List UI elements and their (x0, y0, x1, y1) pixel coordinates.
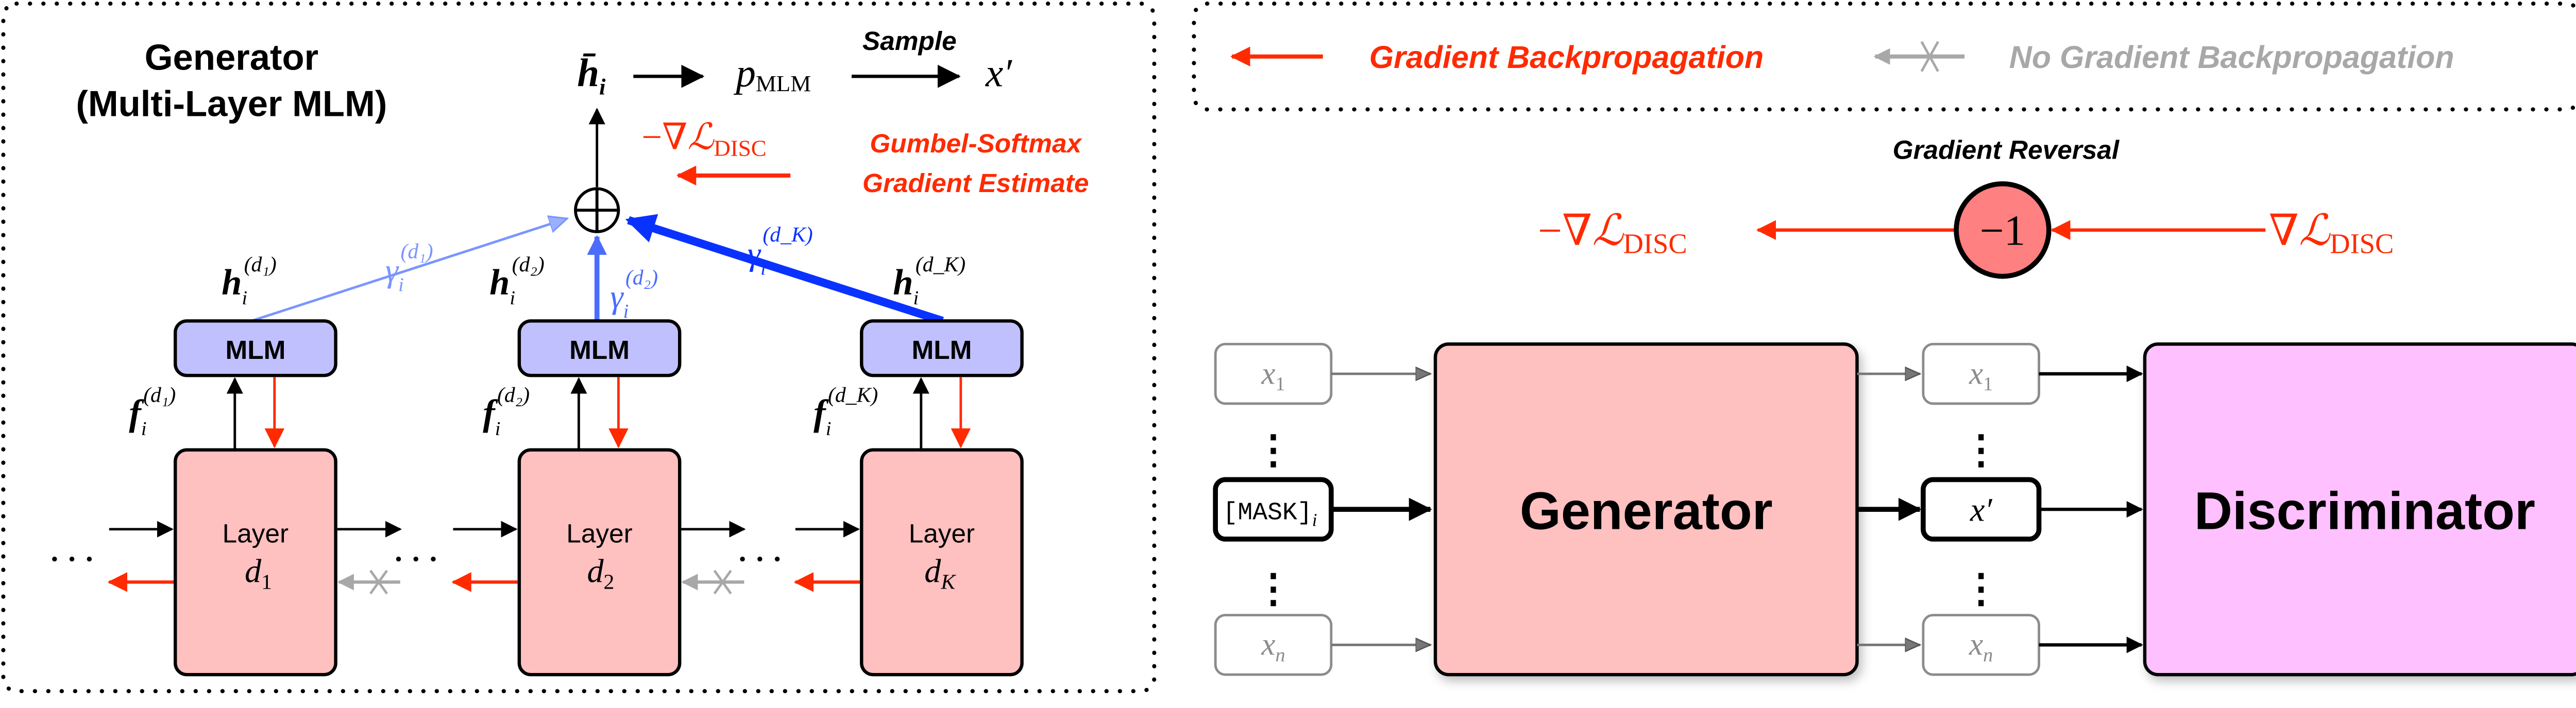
output-vdots-1: ⋮ (1961, 427, 2001, 472)
gamma-label-dK: γi(d_K) (748, 223, 813, 279)
output-vdots-2: ⋮ (1961, 566, 2001, 611)
layer-word-d2: Layer (566, 519, 632, 548)
layer-word-dK: Layer (909, 519, 975, 548)
gamma-arrow-d1 (251, 218, 567, 322)
f-label-dK: fi(d_K) (814, 384, 878, 440)
f-label-d2: fi(d₂) (483, 384, 530, 440)
gumbel-line1: Gumbel-Softmax (870, 129, 1082, 158)
gamma-arrow-dK (625, 214, 944, 325)
layer-column-d2: hi(d₂) MLM fi(d₂) Layer d2 (483, 253, 682, 677)
ellipsis-left: · · · (49, 543, 94, 576)
mlm-box-dK[interactable] (860, 319, 1024, 377)
layer-column-dK: hi(d_K) MLM fi(d_K) Layer dK (814, 253, 1024, 677)
gradient-reversal-title: Gradient Reversal (1893, 135, 2120, 165)
gamma-label-d1: γi(d₁) (385, 239, 433, 296)
mlm-label-d2: MLM (569, 335, 630, 365)
gumbel-line2: Gradient Estimate (862, 168, 1089, 198)
discriminator-label: Discriminator (2194, 481, 2535, 541)
layer-var-d1: d1 (245, 552, 272, 594)
input-token-mask-label: [MASK]i (1223, 499, 1317, 530)
inter-layer-flows: · · · · · · · · · (49, 521, 860, 595)
layer-box-d1[interactable] (174, 448, 337, 677)
neg-grad-disc-label: −∇ℒDISC (641, 117, 766, 161)
layer-var-dK: dK (924, 552, 956, 594)
legend-no-gradient-label: No Gradient Backpropagation (2009, 40, 2454, 75)
p-mlm-symbol: pMLM (733, 51, 811, 97)
electra-pipeline: x1 ⋮ [MASK]i ⋮ xn Generator x1 ⋮ x′ ⋮ xn (1213, 342, 2576, 677)
layer-box-d2[interactable] (517, 448, 682, 677)
reversal-node (1954, 181, 2052, 279)
gradient-reversal: Gradient Reversal −∇ℒDISC −1 ∇ℒDISC (1538, 135, 2394, 279)
layer-column-d1: hi(d₁) MLM fi(d₁) Layer d1 (129, 253, 337, 677)
generator-label: Generator (1520, 481, 1773, 541)
no-grad-arrow-d2-dK (681, 569, 744, 595)
legend-no-gradient-item: No Gradient Backpropagation (1873, 40, 2454, 75)
h-bar-symbol: h̄i (577, 51, 606, 100)
f-label-d1: fi(d₁) (129, 384, 176, 440)
mlm-label-d1: MLM (225, 335, 285, 365)
top-flow: h̄i pMLM Sample x′ (577, 26, 1012, 100)
legend-gradient-item: Gradient Backpropagation (1230, 40, 1764, 75)
output-token-xprime-label: x′ (1970, 492, 1992, 528)
h-label-dK: hi(d_K) (893, 253, 965, 309)
generator-panel: Generator (Multi-Layer MLM) h̄i pMLM Sam… (1, 2, 1157, 694)
sample-label: Sample (862, 26, 957, 56)
no-grad-arrow-d1-d2 (337, 569, 400, 595)
output-token-xn-label: xn (1969, 628, 1993, 666)
input-vdots-1: ⋮ (1253, 427, 1293, 472)
generator-title-line2: (Multi-Layer MLM) (76, 83, 387, 124)
neg-grad-output: −∇ℒDISC (1538, 208, 1687, 260)
mlm-label-dK: MLM (911, 335, 972, 365)
discriminator-box[interactable] (2143, 342, 2576, 677)
input-token-xn-label: xn (1261, 628, 1285, 666)
layer-word-d1: Layer (223, 519, 289, 548)
h-label-d2: hi(d₂) (489, 253, 545, 309)
input-token-x1-label: x1 (1261, 356, 1285, 395)
output-token-x1-label: x1 (1969, 356, 1993, 395)
generator-title-line1: Generator (145, 37, 318, 77)
layer-box-dK[interactable] (860, 448, 1024, 677)
ellipsis-mid2: · · · (738, 543, 783, 576)
legend-gradient-label: Gradient Backpropagation (1369, 40, 1764, 75)
sum-node (574, 187, 620, 233)
x-prime-symbol: x′ (985, 51, 1012, 95)
gamma-label-d2: γi(d₂) (610, 266, 658, 322)
layer-var-d2: d2 (587, 552, 614, 594)
input-vdots-2: ⋮ (1253, 566, 1293, 611)
h-label-d1: hi(d₁) (222, 253, 277, 309)
mlm-box-d1[interactable] (174, 319, 337, 377)
generator-panel-border (1, 2, 1157, 694)
reversal-value: −1 (1980, 208, 2026, 255)
grad-input: ∇ℒDISC (2269, 208, 2394, 260)
mlm-box-d2[interactable] (517, 319, 682, 377)
ellipsis-mid1: · · · (394, 543, 438, 576)
legend: Gradient Backpropagation No Gradient Bac… (1192, 2, 2576, 112)
